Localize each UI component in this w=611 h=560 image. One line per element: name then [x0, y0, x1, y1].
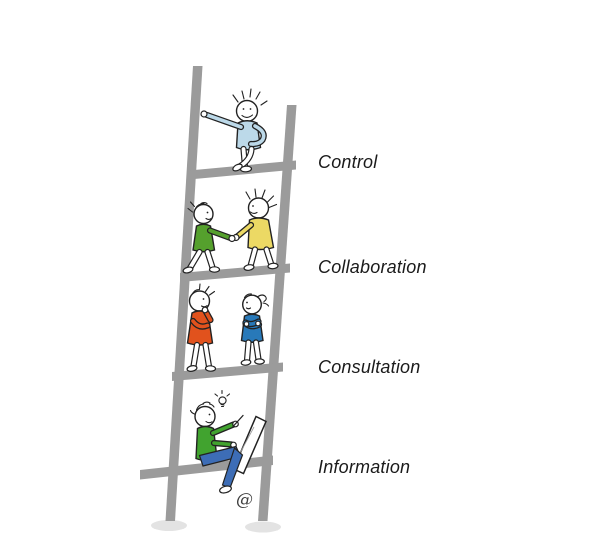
lightbulb-doodle-icon — [214, 389, 231, 408]
ladder-right-rail — [258, 105, 297, 521]
person-writing-on-tablet-icon — [189, 389, 267, 494]
ladder-rung-collaboration — [180, 263, 290, 282]
label-control: Control — [318, 152, 378, 172]
label-information: Information — [318, 457, 411, 477]
person-leaning-on-ladder-icon — [200, 88, 268, 173]
two-people-shaking-hands-icon — [182, 188, 279, 274]
ladder-left-rail — [165, 66, 203, 521]
ladder-rung-consultation — [172, 362, 283, 381]
tablet — [232, 415, 267, 475]
foot-shadow-right — [245, 521, 281, 533]
foot-shadow-left — [151, 520, 187, 531]
two-people-talking-icon — [186, 283, 270, 372]
label-collaboration: Collaboration — [318, 257, 427, 277]
label-consultation: Consultation — [318, 357, 421, 377]
at-symbol: @ — [236, 490, 253, 510]
